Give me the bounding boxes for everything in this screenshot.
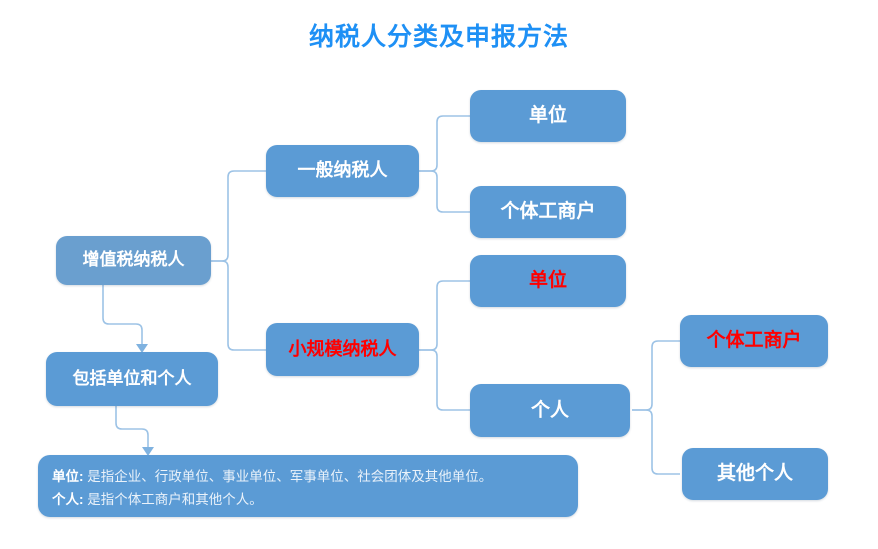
node-small-scale-taxpayer[interactable]: 小规模纳税人 <box>266 323 419 376</box>
node-general-taxpayer[interactable]: 一般纳税人 <box>266 145 419 197</box>
node-other-individual[interactable]: 其他个人 <box>682 448 828 500</box>
note-line: 个人: 是指个体工商户和其他个人。 <box>52 488 564 511</box>
note-label-unit: 单位: <box>52 469 84 484</box>
node-includes-unit-and-individual[interactable]: 包括单位和个人 <box>46 352 218 406</box>
node-general-unit[interactable]: 单位 <box>470 90 626 142</box>
node-root[interactable]: 增值税纳税人 <box>56 236 211 285</box>
node-small-unit[interactable]: 单位 <box>470 255 626 307</box>
definition-note-panel: 单位: 是指企业、行政单位、事业单位、军事单位、社会团体及其他单位。 个人: 是… <box>38 455 578 517</box>
note-line: 单位: 是指企业、行政单位、事业单位、军事单位、社会团体及其他单位。 <box>52 465 564 488</box>
page-title: 纳税人分类及申报方法 <box>308 23 569 51</box>
node-general-individual-business[interactable]: 个体工商户 <box>470 186 626 238</box>
node-individual-business[interactable]: 个体工商户 <box>680 315 828 367</box>
note-label-individual: 个人: <box>52 492 84 508</box>
node-small-individual[interactable]: 个人 <box>470 384 630 437</box>
note-text-unit: 是指企业、行政单位、事业单位、军事单位、社会团体及其他单位。 <box>87 469 493 484</box>
note-text-individual: 是指个体工商户和其他个人。 <box>87 492 263 508</box>
